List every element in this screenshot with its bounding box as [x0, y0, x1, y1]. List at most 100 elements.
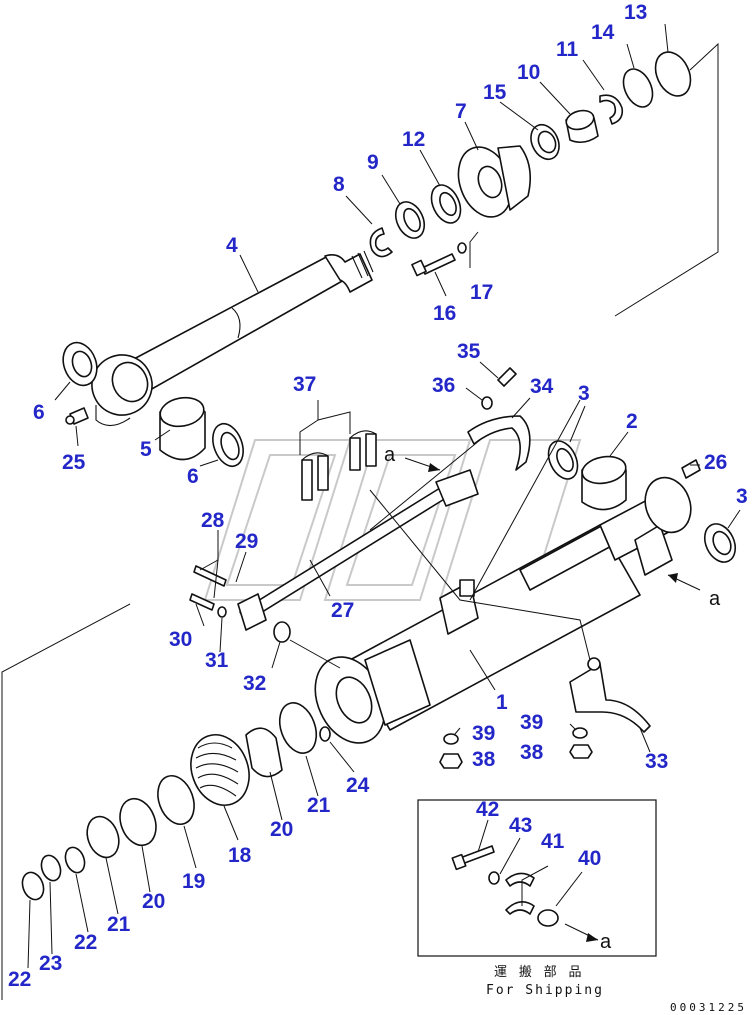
callout-3-upper: 3 — [578, 382, 590, 405]
bolt-16 — [411, 253, 456, 277]
callout-13: 13 — [624, 1, 647, 24]
callout-19: 19 — [182, 870, 205, 893]
washer-36 — [481, 396, 493, 410]
washer-31 — [217, 606, 227, 618]
callout-5: 5 — [140, 438, 152, 461]
ring-19 — [157, 774, 195, 826]
callout-18: 18 — [228, 844, 252, 867]
cylinder-bottom-bracket — [599, 476, 692, 576]
bushing-ring-6-upper — [62, 341, 98, 387]
bolt-35 — [497, 367, 517, 387]
document-number: 00031225 — [670, 1001, 747, 1014]
callout-33: 33 — [645, 750, 668, 773]
callout-36: 36 — [432, 374, 455, 397]
callout-7: 7 — [455, 100, 467, 123]
ring-23 — [40, 854, 62, 882]
callout-21-upper: 21 — [307, 794, 331, 817]
bolt-42 — [459, 845, 495, 865]
cylinder-head-7 — [457, 145, 531, 218]
snap-ring-8 — [369, 227, 393, 258]
part-callouts: 13 14 11 10 15 7 12 9 8 4 17 16 6 25 5 6… — [8, 1, 748, 991]
callout-37: 37 — [293, 373, 316, 396]
callout-31: 31 — [205, 649, 229, 672]
callout-32: 32 — [243, 672, 266, 695]
callout-20-upper: 20 — [270, 818, 293, 841]
reference-tag-a-upper: a — [384, 444, 396, 466]
snap-ring-11 — [599, 94, 624, 125]
washer-39-left — [443, 733, 459, 745]
callout-39-left: 39 — [472, 722, 495, 745]
grease-fitting-25 — [65, 407, 89, 425]
callout-39-right: 39 — [520, 711, 543, 734]
callout-22-lower: 22 — [8, 968, 31, 991]
ring-22-lower — [21, 871, 45, 901]
ring-21-upper — [278, 702, 318, 754]
ring-9 — [394, 201, 426, 239]
bracket-plate — [439, 579, 479, 635]
callout-1: 1 — [496, 691, 508, 714]
callout-41: 41 — [541, 830, 565, 853]
callout-29: 29 — [235, 530, 258, 553]
piston-rod — [91, 250, 374, 427]
ring-3-upper — [547, 440, 579, 480]
callout-6-upper: 6 — [33, 401, 45, 424]
callout-25: 25 — [62, 451, 86, 474]
reference-arrows — [404, 457, 701, 942]
callout-40: 40 — [578, 847, 601, 870]
washer-43 — [488, 871, 500, 885]
reference-tag-a-right: a — [709, 588, 721, 610]
inset-caption-english: For Shipping — [486, 983, 604, 998]
clamp-41-upper — [505, 872, 535, 887]
nut-38-left — [439, 753, 463, 769]
callout-21-lower: 21 — [107, 913, 131, 936]
grease-fitting-26 — [681, 459, 701, 479]
ring-22-upper — [64, 846, 86, 874]
ring-14 — [622, 68, 654, 108]
ring-20-upper — [245, 727, 283, 778]
callout-8: 8 — [333, 173, 345, 196]
callout-43: 43 — [509, 814, 532, 837]
ring-21-lower — [86, 815, 120, 859]
callout-6-lower: 6 — [187, 465, 199, 488]
assembly-frame-lines — [1, 42, 719, 1000]
o-ring-32 — [273, 621, 291, 643]
nut-38-right — [569, 744, 593, 759]
callout-30: 30 — [169, 628, 192, 651]
bushing-2 — [581, 455, 627, 511]
callout-16: 16 — [433, 302, 456, 325]
ring-3-lower — [703, 523, 737, 563]
callout-2: 2 — [626, 410, 638, 433]
clamp-41-lower — [505, 901, 535, 915]
bolt-30 — [189, 593, 215, 611]
plug-24 — [319, 726, 331, 742]
callout-28: 28 — [201, 509, 225, 532]
reference-tag-a-inset: a — [600, 931, 612, 953]
bushing-5 — [159, 396, 206, 461]
callout-12: 12 — [402, 128, 425, 151]
piston-18 — [190, 734, 250, 806]
callout-3-lower: 3 — [736, 485, 748, 508]
leader-lines — [27, 23, 741, 969]
ring-20-lower — [119, 797, 157, 847]
shipping-parts-inset — [417, 799, 657, 957]
callout-27: 27 — [331, 599, 354, 622]
callout-11: 11 — [556, 38, 579, 61]
clamp-34 — [467, 415, 531, 471]
callout-35: 35 — [457, 340, 481, 363]
callout-23: 23 — [39, 952, 62, 975]
hose-fittings-37 — [301, 430, 377, 501]
washer-39-right — [572, 727, 588, 739]
inset-caption-japanese: 運 搬 部 品 — [494, 965, 583, 980]
callout-38-left: 38 — [472, 748, 496, 771]
callout-26: 26 — [704, 451, 727, 474]
callout-42: 42 — [476, 798, 499, 821]
callout-34: 34 — [530, 375, 554, 398]
bracket-33 — [569, 657, 651, 733]
bushing-ring-6-lower — [212, 422, 244, 468]
callout-38-right: 38 — [520, 741, 544, 764]
callout-24: 24 — [346, 774, 370, 797]
callout-15: 15 — [483, 81, 507, 104]
washer-17 — [457, 242, 467, 254]
